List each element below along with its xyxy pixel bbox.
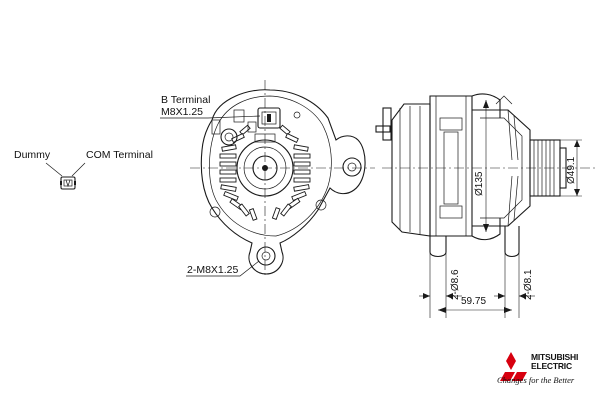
dim-hole-left	[419, 252, 462, 318]
hole-spacing-label: 59.75	[461, 296, 486, 307]
housing-diameter-label: Ø135	[474, 171, 485, 196]
dim-housing-diameter	[483, 100, 489, 232]
brand-tagline: Changes for the Better	[497, 375, 575, 385]
com-terminal-label: COM Terminal	[86, 149, 153, 161]
pulley	[529, 139, 567, 197]
brand-line-1: MITSUBISHI	[531, 352, 579, 362]
hole-left-label: 2-Ø8.6	[450, 269, 461, 300]
dim-hole-spacing	[438, 307, 512, 313]
mitsubishi-logo-icon	[500, 352, 527, 381]
dummy-label: Dummy	[14, 149, 51, 161]
cooling-fins	[219, 124, 311, 221]
b-terminal-label: B Terminal	[161, 94, 210, 106]
b-terminal-thread-label: M8X1.25	[161, 106, 203, 118]
pulley-diameter-label: Ø49.1	[566, 156, 577, 184]
side-view	[375, 93, 596, 258]
mount-thread-label: 2-M8X1.25	[187, 264, 239, 276]
connector-icon	[45, 162, 86, 190]
b-terminal-block	[247, 107, 281, 133]
dim-pulley-diameter	[560, 139, 582, 197]
brand-line-2: ELECTRIC	[531, 361, 572, 371]
hole-right-label: 2-Ø8.1	[523, 269, 534, 300]
dim-hole-right	[494, 252, 535, 318]
brand-logo: MITSUBISHI ELECTRIC Changes for the Bett…	[497, 352, 597, 385]
rear-view	[190, 80, 375, 276]
